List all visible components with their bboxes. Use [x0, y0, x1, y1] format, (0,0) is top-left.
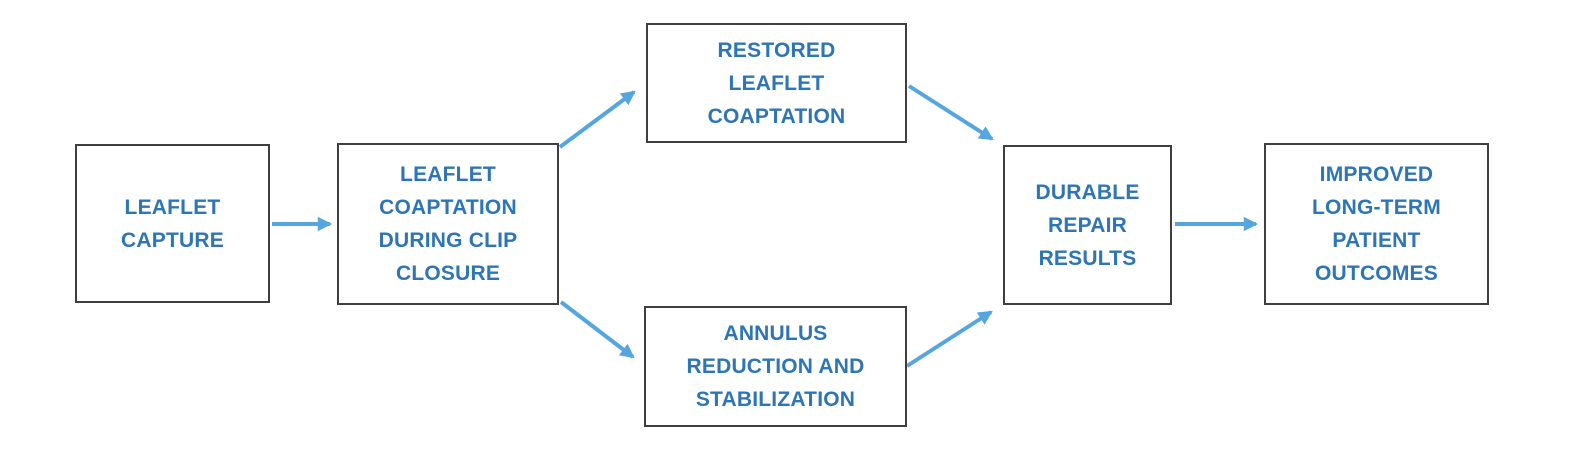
arrow-coaptation-to-annulus	[559, 300, 635, 359]
node-durable-repair-results: DURABLE REPAIR RESULTS	[1003, 145, 1172, 305]
arrow-restored-to-durable	[907, 84, 994, 141]
arrow-coaptation-to-restored	[558, 90, 636, 149]
arrow-annulus-to-durable	[905, 310, 993, 368]
node-annulus-reduction-and-stabilization: ANNULUS REDUCTION AND STABILIZATION	[644, 306, 907, 427]
node-label: RESTORED LEAFLET COAPTATION	[707, 38, 846, 128]
node-leaflet-coaptation-during-clip-closure: LEAFLET COAPTATION DURING CLIP CLOSURE	[337, 143, 559, 305]
node-label: IMPROVED LONG-TERM PATIENT OUTCOMES	[1312, 163, 1441, 285]
node-label: DURABLE REPAIR RESULTS	[1035, 180, 1140, 270]
node-label: LEAFLET COAPTATION DURING CLIP CLOSURE	[378, 163, 518, 285]
node-improved-long-term-patient-outcomes: IMPROVED LONG-TERM PATIENT OUTCOMES	[1264, 143, 1489, 305]
node-label: LEAFLET CAPTURE	[121, 195, 224, 252]
node-restored-leaflet-coaptation: RESTORED LEAFLET COAPTATION	[646, 23, 907, 143]
node-leaflet-capture: LEAFLET CAPTURE	[75, 144, 270, 303]
node-label: ANNULUS REDUCTION AND STABILIZATION	[686, 322, 865, 411]
